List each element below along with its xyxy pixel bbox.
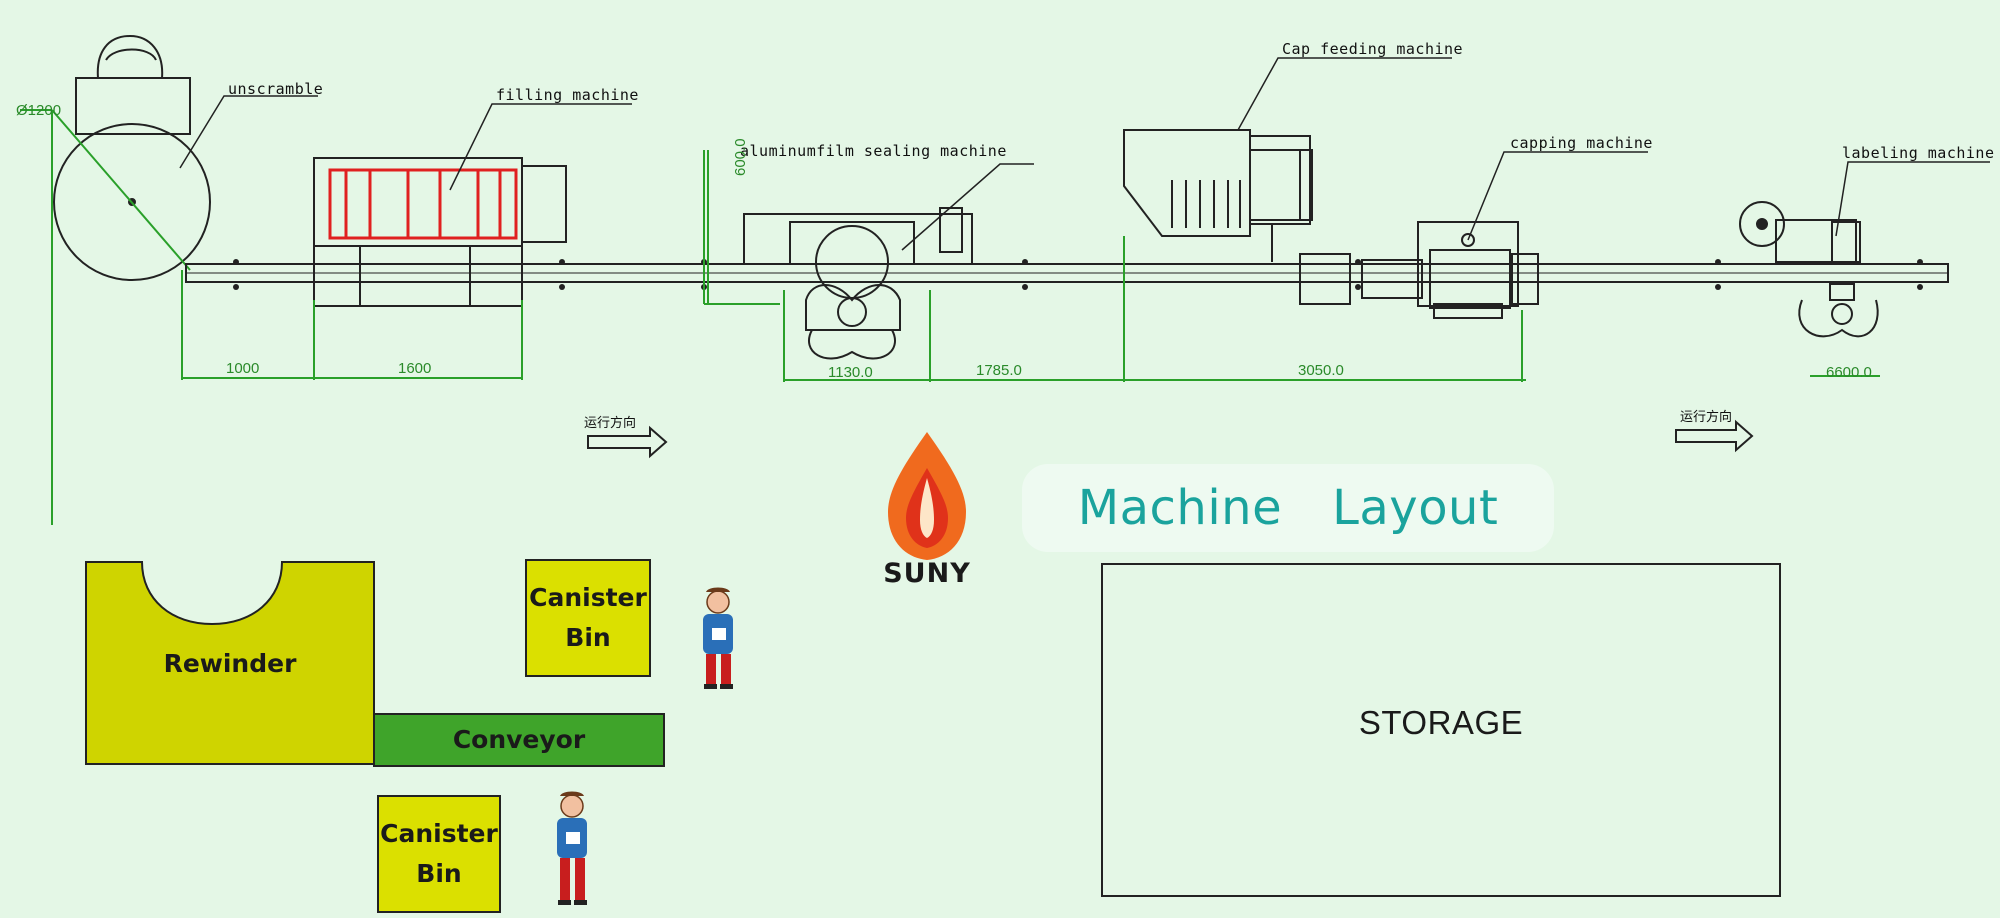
label-filling-machine: filling machine (496, 86, 639, 104)
direction-label-right: 运行方向 (1680, 409, 1733, 424)
label-sealing-machine: aluminumfilm sealing machine (740, 142, 1007, 160)
canister-bin-bottom-label-line2: Bin (416, 859, 462, 888)
sealing-leader (901, 163, 1034, 251)
sealing-machine (743, 207, 973, 360)
unscramble-leader (179, 95, 318, 169)
filling-machine (313, 157, 567, 307)
filling-leader (449, 103, 632, 191)
suny-flame-logo (888, 432, 966, 560)
conveyor-label: Conveyor (452, 725, 586, 754)
canister-bin-top (525, 559, 651, 677)
diameter-indicator (20, 109, 191, 525)
horizontal-dimensions (181, 236, 1880, 382)
capping-leader (1467, 151, 1648, 241)
conveyor-bolts (233, 259, 1923, 290)
direction-arrow-right (1675, 419, 1754, 453)
cap-feeding-leader (1237, 57, 1452, 131)
filling-red-frame (328, 168, 518, 240)
dimension-1130: 1130.0 (828, 364, 873, 381)
title-word-machine: Machine (1077, 480, 1283, 536)
dimension-1600: 1600 (398, 360, 432, 377)
main-conveyor (185, 263, 1949, 283)
canister-bin-bottom-label-line1: Canister (380, 819, 498, 848)
page-title: Machine Layout (1022, 464, 1554, 552)
label-unscramble: unscramble (228, 80, 324, 98)
dimension-6600: 6600.0 (1826, 364, 1872, 381)
dimension-diameter: Ø1200 (16, 102, 62, 119)
labeling-leader (1835, 161, 1990, 237)
worker-top (703, 587, 733, 689)
logo-text: SUNY (883, 558, 971, 589)
label-labeling-machine: labeling machine (1842, 144, 1995, 162)
height-dimension (703, 150, 780, 305)
rewinder-label: Rewinder (163, 649, 297, 678)
dimension-1000: 1000 (226, 360, 260, 377)
title-word-layout: Layout (1332, 480, 1499, 536)
canister-bin-top-label-line1: Canister (529, 583, 647, 612)
label-capping-machine: capping machine (1510, 134, 1653, 152)
conveyor-block (373, 713, 665, 767)
dimension-height: 600.0 (732, 138, 749, 176)
dimension-3050: 3050.0 (1298, 362, 1344, 379)
direction-label-left: 运行方向 (584, 415, 637, 430)
rewinder-block (85, 561, 375, 765)
canister-bin-top-label-line2: Bin (565, 623, 611, 652)
storage-area (1101, 563, 1781, 897)
capping-machine (1299, 221, 1539, 319)
label-cap-feeding-machine: Cap feeding machine (1282, 40, 1464, 58)
cap-feeding-machine (1123, 129, 1313, 262)
direction-arrow-left (587, 425, 668, 459)
labeling-machine (1739, 201, 1879, 338)
canister-bin-bottom (377, 795, 501, 913)
worker-bottom (557, 791, 587, 905)
dimension-1785: 1785.0 (976, 362, 1022, 379)
storage-label: STORAGE (1358, 704, 1524, 741)
